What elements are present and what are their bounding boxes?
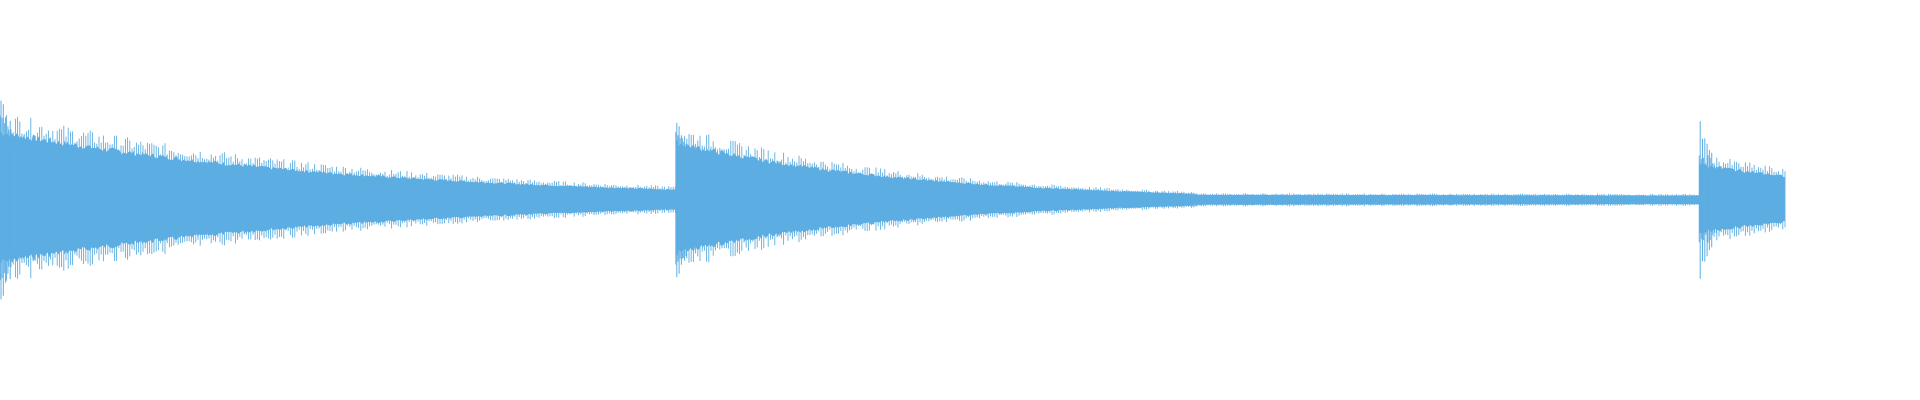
waveform-detail <box>1189 193 1700 207</box>
waveform-segment-4 <box>1698 121 1786 279</box>
waveform-segment-1 <box>0 100 676 300</box>
waveform-attack-transient <box>676 122 698 278</box>
waveform-segment-2 <box>675 122 1191 278</box>
waveform-envelope <box>0 131 675 264</box>
waveform-envelope <box>1190 194 1699 205</box>
waveform-detail <box>0 115 676 281</box>
waveform-attack-transient <box>1190 192 1213 208</box>
waveform-detail <box>675 132 1189 265</box>
waveform-attack-transient <box>1699 121 1722 279</box>
waveform-attack-transient <box>0 100 23 300</box>
waveform-segment-3 <box>1189 192 1700 208</box>
